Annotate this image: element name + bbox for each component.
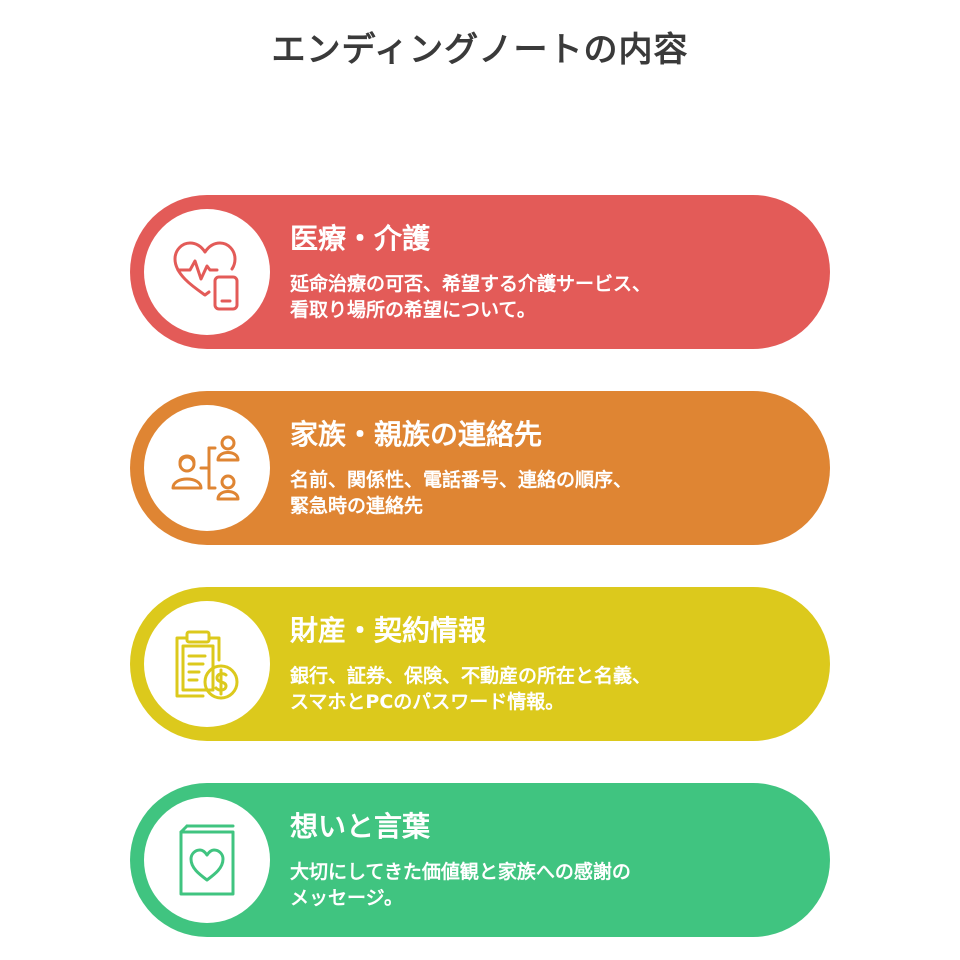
card-description-line: 銀行、証券、保険、不動産の所在と名義、 — [290, 665, 652, 687]
card-description-line: 延命治療の可否、希望する介護サービス、 — [290, 273, 652, 295]
card-description-line: 緊急時の連絡先 — [290, 495, 424, 517]
card-description-line: 看取り場所の希望について。 — [290, 299, 536, 321]
card-medical-care: 医療・介護 延命治療の可否、希望する介護サービス、 看取り場所の希望について。 — [130, 195, 830, 349]
heart-book-icon — [179, 824, 235, 896]
icon-badge — [144, 209, 270, 335]
card-title: 想いと言葉 — [290, 810, 431, 843]
card-description: 大切にしてきた価値観と家族への感謝の メッセージ。 — [290, 859, 790, 911]
card-title: 医療・介護 — [290, 222, 431, 255]
clipboard-dollar-icon — [175, 630, 239, 700]
card-description: 延命治療の可否、希望する介護サービス、 看取り場所の希望について。 — [290, 271, 790, 323]
icon-badge — [144, 601, 270, 727]
card-title: 財産・契約情報 — [290, 614, 487, 647]
card-description-line: スマホとPCのパスワード情報。 — [290, 691, 565, 713]
icon-badge — [144, 405, 270, 531]
card-thoughts-words: 想いと言葉 大切にしてきた価値観と家族への感謝の メッセージ。 — [130, 783, 830, 937]
family-contacts-icon — [171, 435, 240, 501]
card-description: 銀行、証券、保険、不動産の所在と名義、 スマホとPCのパスワード情報。 — [290, 663, 790, 715]
card-description-line: 大切にしてきた価値観と家族への感謝の — [290, 861, 631, 883]
card-description: 名前、関係性、電話番号、連絡の順序、 緊急時の連絡先 — [290, 467, 790, 519]
card-family-contacts: 家族・親族の連絡先 名前、関係性、電話番号、連絡の順序、 緊急時の連絡先 — [130, 391, 830, 545]
heart-pulse-phone-icon — [173, 241, 239, 311]
page-title: エンディングノートの内容 — [271, 30, 689, 70]
card-assets-contracts: 財産・契約情報 銀行、証券、保険、不動産の所在と名義、 スマホとPCのパスワード… — [130, 587, 830, 741]
card-title: 家族・親族の連絡先 — [290, 418, 543, 451]
card-description-line: メッセージ。 — [290, 887, 404, 909]
card-description-line: 名前、関係性、電話番号、連絡の順序、 — [290, 469, 633, 491]
icon-badge — [144, 797, 270, 923]
